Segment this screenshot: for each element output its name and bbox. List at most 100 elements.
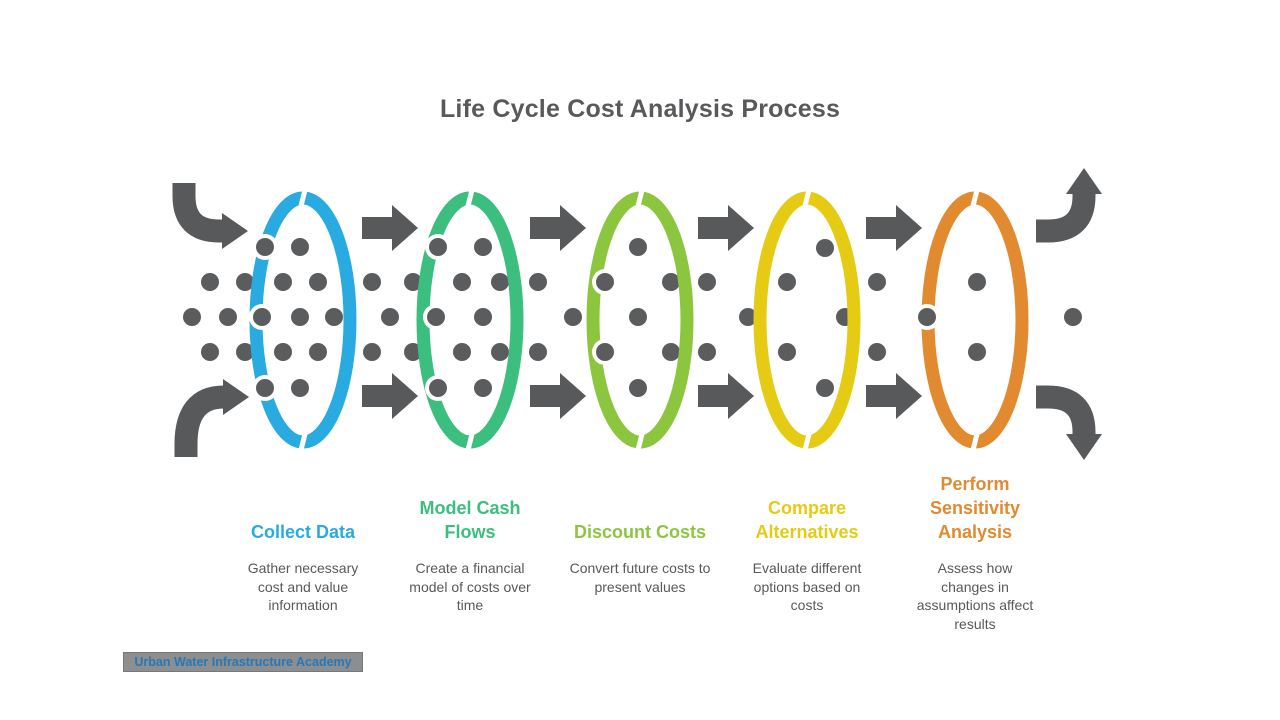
- flow-dot: [868, 273, 886, 291]
- ring-gap: [968, 425, 982, 459]
- diagram-generated: [183, 181, 1082, 459]
- flow-dot: [778, 343, 796, 361]
- ring-gap: [800, 425, 814, 459]
- flow-dot: [968, 343, 986, 361]
- flow-dot: [256, 379, 274, 397]
- ring-gap: [633, 181, 647, 215]
- ring-gap: [633, 425, 647, 459]
- right-arrow-icon: [698, 373, 754, 419]
- entry-arrow-bottom-icon: [174, 385, 225, 457]
- exit-arrow-bottom-head-icon: [1066, 434, 1102, 460]
- stage-title: Model Cash Flows: [419, 498, 521, 542]
- flow-dot: [596, 343, 614, 361]
- flow-dot: [363, 273, 381, 291]
- stage-title: Compare Alternatives: [755, 498, 859, 542]
- flow-dot: [291, 379, 309, 397]
- entry-arrow-bottom-head-icon: [223, 379, 249, 415]
- flow-dot: [564, 308, 582, 326]
- flow-dot: [629, 238, 647, 256]
- flow-dot: [253, 308, 271, 326]
- stage-title: Discount Costs: [573, 522, 706, 542]
- right-arrow-icon: [530, 205, 586, 251]
- flow-dot: [404, 273, 422, 291]
- stage-title: Collect Data: [250, 522, 356, 542]
- flow-dot: [474, 308, 492, 326]
- flow-dot: [662, 273, 680, 291]
- flow-dot: [201, 343, 219, 361]
- flow-dot: [256, 238, 274, 256]
- flow-dot: [453, 273, 471, 291]
- flow-dot: [778, 273, 796, 291]
- stage-description: Convert future costs to present values: [569, 560, 711, 595]
- watermark-badge: Urban Water Infrastructure Academy: [123, 652, 363, 672]
- ring-gap: [296, 425, 310, 459]
- flow-dot: [596, 273, 614, 291]
- page-title: Life Cycle Cost Analysis Process: [439, 95, 841, 123]
- exit-arrow-top-icon: [1036, 193, 1096, 243]
- ring-gap: [296, 181, 310, 215]
- right-arrow-icon: [698, 205, 754, 251]
- flow-dot: [427, 308, 445, 326]
- stage-description: Create a financial model of costs over t…: [409, 560, 531, 613]
- flow-dot: [918, 308, 936, 326]
- right-arrow-icon: [362, 205, 418, 251]
- stage-ring: [921, 191, 1029, 449]
- flow-dot: [474, 379, 492, 397]
- entry-arrows: [172, 183, 249, 457]
- flow-dot: [381, 308, 399, 326]
- flow-dot: [429, 379, 447, 397]
- flow-dot: [429, 238, 447, 256]
- right-arrow-icon: [866, 205, 922, 251]
- right-arrow-icon: [362, 373, 418, 419]
- flow-dot: [629, 308, 647, 326]
- flow-dot: [236, 343, 254, 361]
- flow-dot: [325, 308, 343, 326]
- flow-dot: [274, 343, 292, 361]
- exit-arrows: [1036, 168, 1102, 460]
- stage-title: Perform Sensitivity Analysis: [929, 474, 1021, 542]
- stage-description: Gather necessary cost and value informat…: [247, 560, 359, 613]
- exit-arrow-bottom-icon: [1036, 385, 1096, 435]
- entry-arrow-top-head-icon: [222, 213, 248, 249]
- flow-dot: [404, 343, 422, 361]
- flow-dot: [491, 343, 509, 361]
- flow-dot: [183, 308, 201, 326]
- entry-arrow-top-icon: [172, 183, 223, 243]
- flow-dot: [236, 273, 254, 291]
- flow-dot: [274, 273, 292, 291]
- flow-dot: [453, 343, 471, 361]
- right-arrow-icon: [866, 373, 922, 419]
- flow-dot: [629, 379, 647, 397]
- ring-gap: [800, 181, 814, 215]
- flow-dot: [474, 238, 492, 256]
- flow-dot: [291, 308, 309, 326]
- stage-description: Evaluate different options based on cost…: [752, 560, 862, 613]
- flow-dot: [968, 273, 986, 291]
- flow-dot: [219, 308, 237, 326]
- flow-dot: [816, 239, 834, 257]
- flow-dot: [816, 379, 834, 397]
- flow-dot: [491, 273, 509, 291]
- stage-description: Assess how changes in assumptions affect…: [916, 560, 1034, 632]
- exit-arrow-top-head-icon: [1066, 168, 1102, 194]
- flow-dot: [201, 273, 219, 291]
- flow-dot: [739, 308, 757, 326]
- flow-dot: [529, 343, 547, 361]
- flow-dot: [662, 343, 680, 361]
- ring-gap: [968, 181, 982, 215]
- flow-dot: [868, 343, 886, 361]
- flow-dot: [1064, 308, 1082, 326]
- ring-gap: [463, 425, 477, 459]
- flow-dot: [363, 343, 381, 361]
- flow-dot: [698, 273, 716, 291]
- ring-gap: [463, 181, 477, 215]
- right-arrow-icon: [530, 373, 586, 419]
- flow-dot: [309, 343, 327, 361]
- flow-dot: [529, 273, 547, 291]
